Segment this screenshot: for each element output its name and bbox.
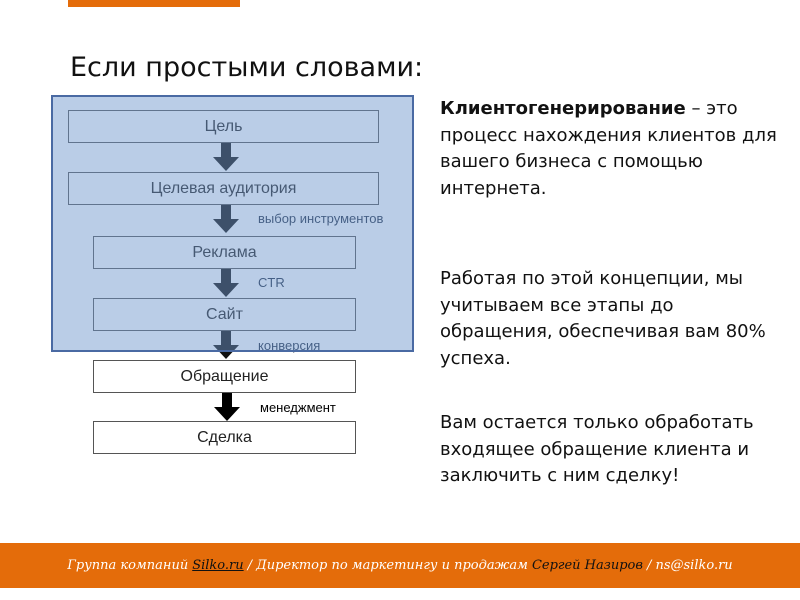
slide-title: Если простыми словами:	[70, 52, 424, 83]
highlight-overlay	[51, 95, 414, 352]
arrow-down-icon	[213, 331, 239, 359]
footer-name: Сергей Назиров	[531, 558, 643, 573]
step-site: Сайт	[93, 298, 356, 331]
step-goal: Цель	[68, 110, 379, 143]
label-tools: выбор инструментов	[258, 211, 384, 226]
arrow-down-icon	[213, 269, 239, 297]
footer-site-link[interactable]: Silko.ru	[192, 558, 244, 573]
label-ctr: CTR	[258, 275, 285, 290]
step-audience: Целевая аудитория	[68, 172, 379, 205]
footer-email: / ns@silko.ru	[646, 558, 733, 573]
step-ads: Реклама	[93, 236, 356, 269]
label-conversion: конверсия	[258, 338, 321, 353]
footer-role: / Директор по маркетингу и продажам	[247, 558, 528, 573]
definition-text: – это процесс нахождения клиентов для ва…	[440, 98, 777, 199]
arrow-down-icon	[213, 205, 239, 233]
paragraph-deal: Вам остается только обработать входящее …	[440, 412, 754, 486]
paragraph-concept: Работая по этой концепции, мы учитываем …	[440, 268, 766, 369]
step-deal: Сделка	[93, 421, 356, 454]
definition-paragraph: Клиентогенерирование – это процесс нахож…	[440, 96, 790, 202]
arrow-down-icon	[214, 393, 240, 421]
top-accent-bar	[68, 0, 240, 7]
label-management: менеджмент	[260, 400, 336, 415]
term: Клиентогенерирование	[440, 98, 686, 119]
arrow-down-icon	[213, 143, 239, 171]
footer: Группа компаний Silko.ru / Директор по м…	[0, 543, 800, 588]
footer-group: Группа компаний	[67, 558, 189, 573]
step-request: Обращение	[93, 360, 356, 393]
